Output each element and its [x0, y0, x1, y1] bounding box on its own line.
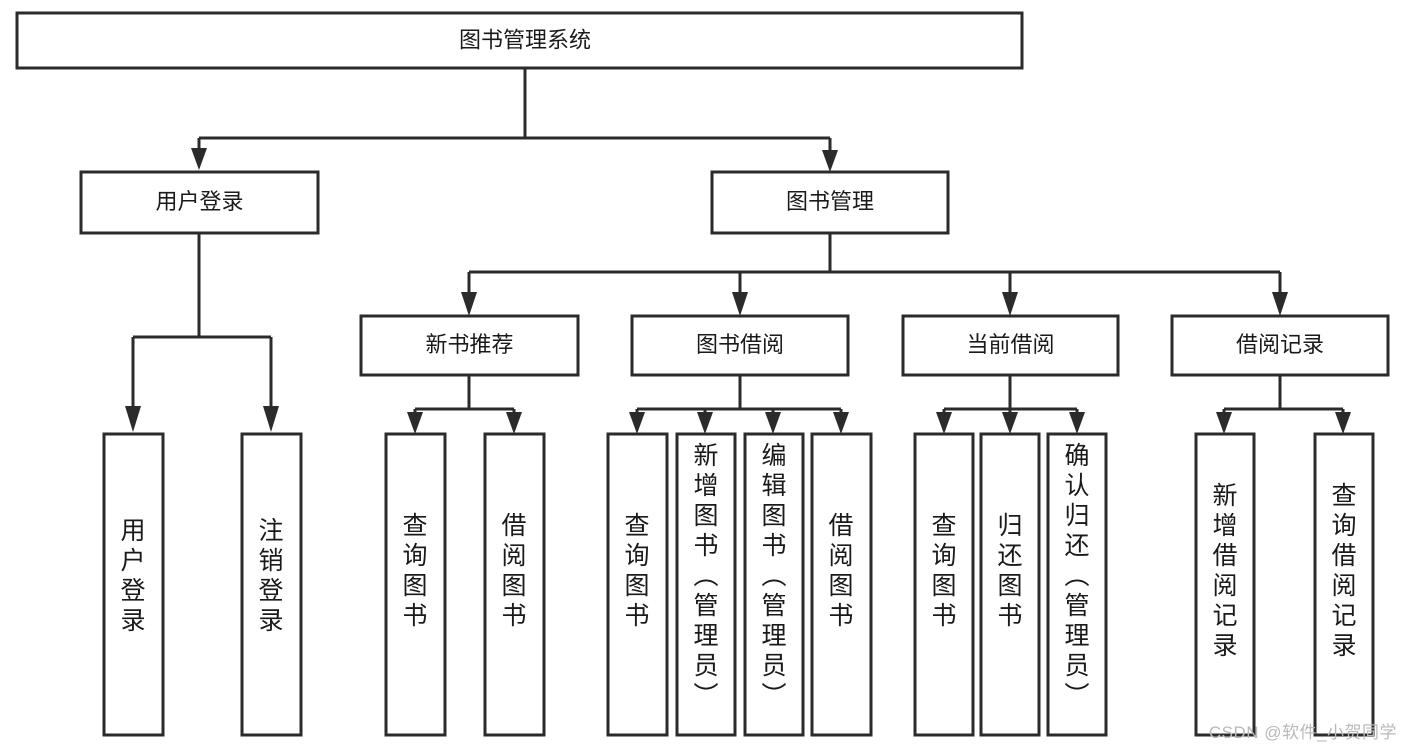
- node-leaf-edit-book-label: 编辑图书︵管理员︶: [761, 442, 786, 710]
- node-leaf-query-book-2-box[interactable]: [606, 432, 669, 737]
- node-leaf-query-record-label: 查询借阅记录: [1331, 482, 1356, 660]
- node-user-login-box[interactable]: [79, 170, 320, 235]
- node-leaf-edit-book[interactable]: 编辑图书︵管理员︶: [743, 432, 805, 737]
- node-leaf-borrow-book-1[interactable]: 借阅图书: [483, 432, 546, 737]
- node-leaf-add-book-label: 新增图书︵管理员︶: [693, 442, 718, 710]
- node-leaf-user-login-label: 用户登录: [120, 517, 145, 635]
- node-leaf-query-book-2-label: 查询图书: [624, 512, 649, 630]
- node-leaf-user-logout-label: 注销登录: [258, 517, 283, 635]
- arrow-head-leaf-borrow-book-1: [506, 412, 522, 434]
- node-user-login-label: 用户登录: [155, 189, 243, 214]
- node-current-borrow-box[interactable]: [901, 314, 1120, 377]
- node-leaf-add-record[interactable]: 新增借阅记录: [1194, 432, 1256, 737]
- node-root-label: 图书管理系统: [459, 27, 591, 52]
- arrow-head-leaf-add-book: [697, 412, 713, 434]
- node-leaf-query-book-2[interactable]: 查询图书: [606, 432, 669, 737]
- node-book-borrow-box[interactable]: [630, 314, 850, 377]
- node-new-book-recommend-box[interactable]: [359, 314, 580, 377]
- node-borrow-record-label: 借阅记录: [1236, 332, 1324, 357]
- arrow-head-book-manage: [822, 150, 838, 172]
- arrow-head-leaf-return-book: [1002, 412, 1018, 434]
- arrow-head-user-login: [191, 148, 207, 170]
- node-leaf-add-record-box[interactable]: [1194, 432, 1256, 737]
- arrow-head-leaf-edit-book: [765, 412, 781, 434]
- node-book-manage-box[interactable]: [710, 170, 950, 235]
- arrow-head-leaf-add-record: [1216, 412, 1232, 434]
- arrow-head-leaf-query-record: [1335, 412, 1351, 434]
- node-leaf-query-book-3-label: 查询图书: [931, 512, 956, 630]
- node-leaf-user-logout[interactable]: 注销登录: [240, 432, 303, 737]
- node-leaf-add-record-label: 新增借阅记录: [1212, 482, 1237, 660]
- arrow-head-leaf-borrow-book-2: [833, 412, 849, 434]
- node-leaf-query-book-3[interactable]: 查询图书: [913, 432, 975, 737]
- arrow-head-leaf-query-book-1: [407, 412, 423, 434]
- node-leaf-add-book-box[interactable]: [675, 432, 737, 737]
- node-root[interactable]: 图书管理系统: [15, 11, 1024, 70]
- node-leaf-user-login-box[interactable]: [102, 432, 165, 737]
- node-root-box[interactable]: [15, 11, 1024, 70]
- node-book-borrow[interactable]: 图书借阅: [630, 314, 850, 377]
- node-leaf-user-logout-box[interactable]: [240, 432, 303, 737]
- arrow-head-current-borrow: [1002, 292, 1018, 316]
- arrow-head-leaf-confirm-return: [1069, 412, 1085, 434]
- node-leaf-return-book-label: 归还图书: [997, 512, 1022, 630]
- node-book-manage[interactable]: 图书管理: [710, 170, 950, 235]
- node-user-login[interactable]: 用户登录: [79, 170, 320, 235]
- arrow-head-book-borrow: [732, 292, 748, 316]
- node-book-borrow-label: 图书借阅: [696, 332, 784, 357]
- node-leaf-borrow-book-1-box[interactable]: [483, 432, 546, 737]
- node-leaf-return-book[interactable]: 归还图书: [979, 432, 1041, 737]
- node-leaf-query-book-1[interactable]: 查询图书: [384, 432, 447, 737]
- node-leaf-query-book-1-box[interactable]: [384, 432, 447, 737]
- node-leaf-query-record[interactable]: 查询借阅记录: [1313, 432, 1375, 737]
- node-leaf-query-book-1-label: 查询图书: [402, 512, 427, 630]
- arrow-head-leaf-query-book-2: [629, 412, 645, 434]
- node-leaf-return-book-box[interactable]: [979, 432, 1041, 737]
- csdn-watermark: CSDN @软件_小贺同学: [1208, 723, 1397, 742]
- node-leaf-user-login[interactable]: 用户登录: [102, 432, 165, 737]
- arrow-head-leaf-user-logout: [263, 406, 279, 432]
- node-leaf-edit-book-box[interactable]: [743, 432, 805, 737]
- connector-layer: [125, 68, 1351, 434]
- node-leaf-confirm-return-label: 确认归还︵管理员︶: [1064, 442, 1089, 710]
- node-leaf-borrow-book-2[interactable]: 借阅图书: [810, 432, 873, 737]
- node-borrow-record[interactable]: 借阅记录: [1170, 314, 1390, 377]
- node-leaf-borrow-book-2-box[interactable]: [810, 432, 873, 737]
- node-book-manage-label: 图书管理: [786, 189, 874, 214]
- node-leaf-confirm-return-box[interactable]: [1046, 432, 1108, 737]
- node-borrow-record-box[interactable]: [1170, 314, 1390, 377]
- arrow-head-leaf-query-book-3: [936, 412, 952, 434]
- node-leaf-query-record-box[interactable]: [1313, 432, 1375, 737]
- node-new-book-recommend-label: 新书推荐: [425, 332, 513, 357]
- arrow-head-leaf-user-login: [125, 406, 141, 432]
- node-new-book-recommend[interactable]: 新书推荐: [359, 314, 580, 377]
- arrow-head-borrow-record: [1272, 292, 1288, 316]
- node-leaf-query-book-3-box[interactable]: [913, 432, 975, 737]
- node-leaf-add-book[interactable]: 新增图书︵管理员︶: [675, 432, 737, 737]
- node-leaf-borrow-book-2-label: 借阅图书: [828, 512, 853, 630]
- arrow-head-new-book-recommend: [461, 292, 477, 316]
- node-leaf-confirm-return[interactable]: 确认归还︵管理员︶: [1046, 432, 1108, 737]
- node-current-borrow-label: 当前借阅: [966, 332, 1054, 357]
- node-current-borrow[interactable]: 当前借阅: [901, 314, 1120, 377]
- node-leaf-borrow-book-1-label: 借阅图书: [501, 512, 526, 630]
